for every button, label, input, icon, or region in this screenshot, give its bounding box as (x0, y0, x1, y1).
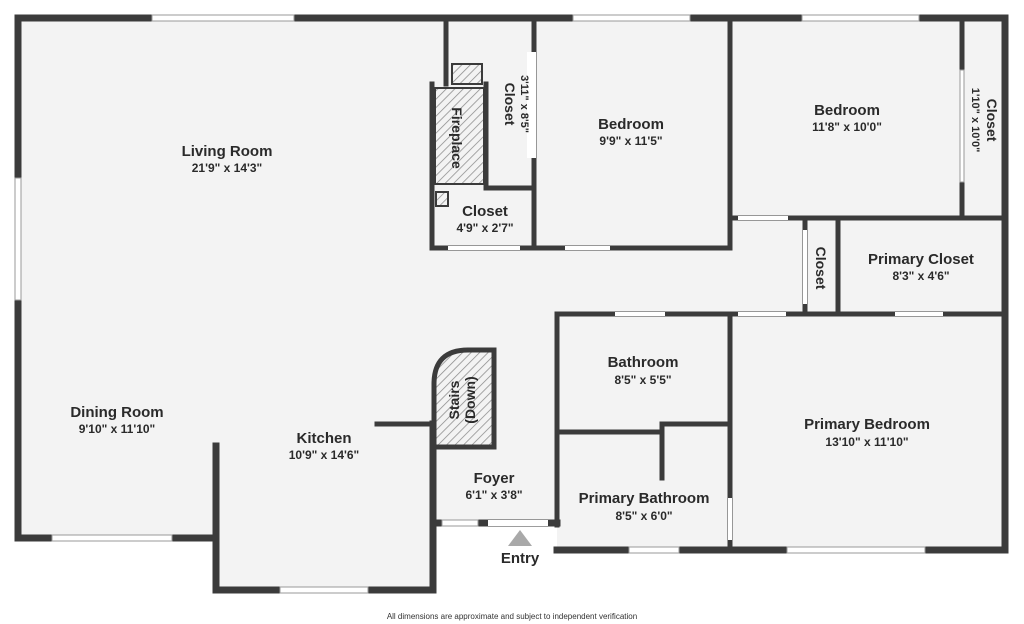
door-gap (895, 312, 943, 316)
window (801, 14, 920, 22)
room-primary-closet: Primary Closet 8'3" x 4'6" (868, 251, 974, 283)
room-dimensions: 6'1" x 3'8" (465, 488, 522, 502)
room-closet-vertical: Closet 3'11" x 8'5" (502, 75, 530, 133)
window (628, 546, 680, 554)
chimney (451, 63, 483, 85)
room-dimensions: 4'9" x 2'7" (456, 221, 513, 235)
room-dimensions: 21'9" x 14'3" (192, 161, 262, 175)
window (14, 177, 22, 301)
room-closet-hall: Closet 4'9" x 2'7" (456, 203, 513, 235)
door-gap (448, 246, 520, 250)
room-primary-bathroom: Primary Bathroom 8'5" x 6'0" (579, 490, 710, 523)
door-gap (615, 312, 665, 316)
door-gap (803, 230, 807, 304)
room-name: Primary Bedroom (804, 416, 930, 433)
room-bedroom: Bedroom 9'9" x 11'5" (598, 116, 664, 148)
fireplace-label: Fireplace (449, 107, 465, 169)
disclaimer: All dimensions are approximate and subje… (387, 612, 637, 621)
room-name: Bathroom (608, 354, 679, 371)
room-dimensions: 11'8" x 10'0" (812, 120, 882, 134)
room-dimensions: 8'5" x 6'0" (615, 509, 672, 523)
room-kitchen: Kitchen 10'9" x 14'6" (289, 430, 359, 462)
room-dimensions: 9'9" x 11'5" (599, 134, 662, 148)
room-dimensions: 8'5" x 5'5" (614, 373, 671, 387)
door-gap (728, 498, 732, 540)
window (151, 14, 295, 22)
entry-label: Entry (501, 550, 540, 567)
room-name: Living Room (182, 143, 273, 160)
window (786, 546, 926, 554)
room-dimensions: 13'10" x 11'10" (825, 435, 908, 449)
door-gap (527, 52, 536, 158)
room-closet-small: Closet (813, 247, 829, 290)
door-gap (959, 69, 965, 183)
stairs-text: Stairs (446, 380, 462, 419)
stairs-direction: (Down) (462, 376, 478, 423)
fireplace-hearth (434, 87, 485, 185)
room-name: Bedroom (814, 102, 880, 119)
stairs-down (431, 347, 497, 450)
door-gap (738, 216, 788, 220)
room-dimensions: 3'11" x 8'5" (518, 75, 530, 133)
window (279, 586, 369, 594)
room-name: Foyer (474, 470, 515, 487)
stairs-label: Stairs (Down) (446, 376, 478, 423)
room-name: Closet (984, 99, 1000, 142)
floor-area (18, 18, 1005, 590)
room-dimensions: 10'9" x 14'6" (289, 448, 359, 462)
door-gap (565, 246, 610, 250)
room-dimensions: 1'10" x 10'0" (969, 88, 981, 153)
room-bathroom: Bathroom 8'5" x 5'5" (608, 354, 679, 387)
room-name: Kitchen (296, 430, 351, 447)
exterior-wall (14, 14, 1009, 554)
room-name: Closet (462, 203, 508, 220)
door-gap (488, 520, 548, 526)
window (441, 519, 479, 527)
door-gap (738, 312, 786, 316)
room-dimensions: 8'3" x 4'6" (892, 269, 949, 283)
room-name: Primary Closet (868, 251, 974, 268)
entry-arrow-icon (508, 530, 532, 546)
room-dimensions: 9'10" x 11'10" (79, 422, 155, 436)
room-name: Dining Room (70, 404, 163, 421)
room-name: Closet (502, 83, 518, 126)
room-bedroom-2: Bedroom 11'8" x 10'0" (812, 102, 882, 134)
small-chimney (435, 191, 449, 207)
window (572, 14, 691, 22)
room-living-room: Living Room 21'9" x 14'3" (182, 143, 273, 175)
room-foyer: Foyer 6'1" x 3'8" (465, 470, 522, 502)
room-closet-right: Closet 1'10" x 10'0" (969, 88, 1000, 153)
room-primary-bedroom: Primary Bedroom 13'10" x 11'10" (804, 416, 930, 449)
room-dining-room: Dining Room 9'10" x 11'10" (70, 404, 163, 436)
wall (554, 311, 1008, 528)
window (51, 534, 173, 542)
room-name: Bedroom (598, 116, 664, 133)
room-name: Primary Bathroom (579, 490, 710, 507)
